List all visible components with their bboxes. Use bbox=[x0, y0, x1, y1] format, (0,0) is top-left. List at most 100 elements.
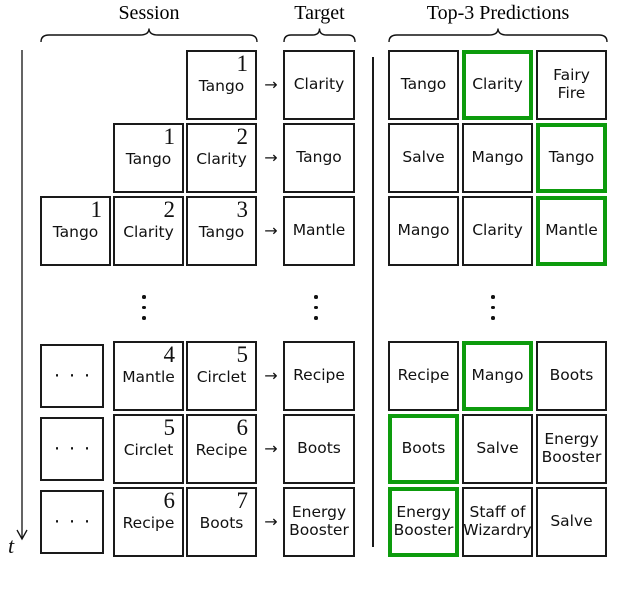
session-item-label: Tango bbox=[198, 77, 245, 95]
session-step-number: 1 bbox=[90, 197, 103, 222]
arrow-right-icon: → bbox=[264, 366, 278, 385]
prediction-item-label: Mango bbox=[397, 221, 450, 240]
prediction-box: Tango bbox=[388, 50, 459, 120]
session-item-label: Tango bbox=[52, 223, 99, 241]
prediction-item-label: Salve bbox=[550, 512, 593, 531]
session-item-label: Boots bbox=[199, 514, 244, 532]
target-header: Target bbox=[294, 2, 345, 24]
session-step-number: 4 bbox=[163, 342, 176, 367]
prediction-item-label: Recipe bbox=[397, 366, 450, 385]
session-step-number: 5 bbox=[236, 342, 249, 367]
session-box: 1 Tango bbox=[113, 123, 184, 193]
prediction-item-label: Energy Booster bbox=[393, 503, 454, 539]
horizontal-ellipsis: ··· bbox=[53, 364, 100, 387]
prediction-item-label: Boots bbox=[549, 366, 594, 385]
prediction-box-correct: Mantle bbox=[536, 196, 607, 266]
horizontal-ellipsis: ··· bbox=[53, 510, 100, 533]
session-box: 5 Circlet bbox=[113, 414, 184, 484]
prediction-box-correct: Energy Booster bbox=[388, 487, 459, 557]
session-box: 2 Clarity bbox=[113, 196, 184, 266]
session-step-number: 6 bbox=[163, 488, 176, 513]
prediction-box: Energy Booster bbox=[536, 414, 607, 484]
arrow-right-icon: → bbox=[264, 148, 278, 167]
prediction-box: Recipe bbox=[388, 341, 459, 411]
target-item-label: Energy Booster bbox=[289, 503, 349, 539]
prediction-item-label: Fairy Fire bbox=[553, 66, 590, 102]
arrow-right-icon: → bbox=[264, 221, 278, 240]
target-box: Clarity bbox=[283, 50, 355, 120]
target-item-label: Clarity bbox=[293, 75, 345, 94]
prediction-item-label: Mantle bbox=[545, 221, 598, 240]
session-item-label: Recipe bbox=[122, 514, 175, 532]
prediction-item-label: Boots bbox=[401, 439, 446, 458]
predictions-brace bbox=[388, 28, 608, 43]
target-brace bbox=[283, 28, 356, 43]
target-item-label: Tango bbox=[296, 148, 342, 167]
session-item-label: Tango bbox=[198, 223, 245, 241]
session-step-number: 2 bbox=[163, 197, 176, 222]
arrow-right-icon: → bbox=[264, 75, 278, 94]
prediction-box: Mango bbox=[462, 123, 533, 193]
target-box: Boots bbox=[283, 414, 355, 484]
session-header: Session bbox=[118, 2, 180, 24]
prediction-box: Staff of Wizardry bbox=[462, 487, 533, 557]
session-item-label: Circlet bbox=[196, 368, 247, 386]
target-box: Energy Booster bbox=[283, 487, 355, 557]
prediction-item-label: Salve bbox=[476, 439, 519, 458]
session-box: 4 Mantle bbox=[113, 341, 184, 411]
session-step-number: 6 bbox=[236, 415, 249, 440]
prediction-item-label: Tango bbox=[400, 75, 447, 94]
session-item-label: Circlet bbox=[123, 441, 174, 459]
arrow-right-icon: → bbox=[264, 512, 278, 531]
session-box: 1 Tango bbox=[40, 196, 111, 266]
session-box: 6 Recipe bbox=[113, 487, 184, 557]
session-box: 5 Circlet bbox=[186, 341, 257, 411]
session-step-number: 1 bbox=[236, 51, 249, 76]
time-axis-arrow-icon bbox=[16, 50, 28, 541]
target-item-label: Boots bbox=[297, 439, 341, 458]
session-ellipsis-box: ··· bbox=[40, 344, 104, 408]
session-item-label: Mantle bbox=[122, 368, 175, 386]
prediction-box: Salve bbox=[536, 487, 607, 557]
session-item-label: Tango bbox=[125, 150, 172, 168]
session-box: 3 Tango bbox=[186, 196, 257, 266]
prediction-item-label: Staff of Wizardry bbox=[463, 503, 532, 539]
prediction-box-correct: Mango bbox=[462, 341, 533, 411]
session-brace bbox=[40, 28, 258, 43]
session-box: 1 Tango bbox=[186, 50, 257, 120]
prediction-box-correct: Boots bbox=[388, 414, 459, 484]
session-step-number: 1 bbox=[163, 124, 176, 149]
prediction-item-label: Clarity bbox=[472, 75, 523, 94]
session-box: 7 Boots bbox=[186, 487, 257, 557]
session-step-number: 5 bbox=[163, 415, 176, 440]
prediction-box: Mango bbox=[388, 196, 459, 266]
prediction-item-label: Energy Booster bbox=[541, 430, 602, 466]
prediction-box: Salve bbox=[462, 414, 533, 484]
target-item-label: Recipe bbox=[293, 366, 345, 385]
session-item-label: Clarity bbox=[123, 223, 174, 241]
prediction-item-label: Mango bbox=[471, 148, 524, 167]
prediction-item-label: Mango bbox=[471, 366, 524, 385]
target-box: Mantle bbox=[283, 196, 355, 266]
vertical-ellipsis-icon bbox=[142, 295, 146, 320]
prediction-box: Salve bbox=[388, 123, 459, 193]
arrow-right-icon: → bbox=[264, 439, 278, 458]
vertical-ellipsis-icon bbox=[314, 295, 318, 320]
horizontal-ellipsis: ··· bbox=[53, 437, 100, 460]
prediction-item-label: Clarity bbox=[472, 221, 523, 240]
prediction-box: Fairy Fire bbox=[536, 50, 607, 120]
target-box: Tango bbox=[283, 123, 355, 193]
column-separator bbox=[372, 57, 374, 547]
prediction-box: Boots bbox=[536, 341, 607, 411]
target-box: Recipe bbox=[283, 341, 355, 411]
prediction-item-label: Salve bbox=[402, 148, 445, 167]
session-step-number: 7 bbox=[236, 488, 249, 513]
session-item-label: Clarity bbox=[196, 150, 247, 168]
predictions-header: Top-3 Predictions bbox=[426, 2, 570, 24]
session-ellipsis-box: ··· bbox=[40, 490, 104, 554]
prediction-item-label: Tango bbox=[548, 148, 595, 167]
target-item-label: Mantle bbox=[292, 221, 346, 240]
vertical-ellipsis-icon bbox=[491, 295, 495, 320]
prediction-box-correct: Clarity bbox=[462, 50, 533, 120]
